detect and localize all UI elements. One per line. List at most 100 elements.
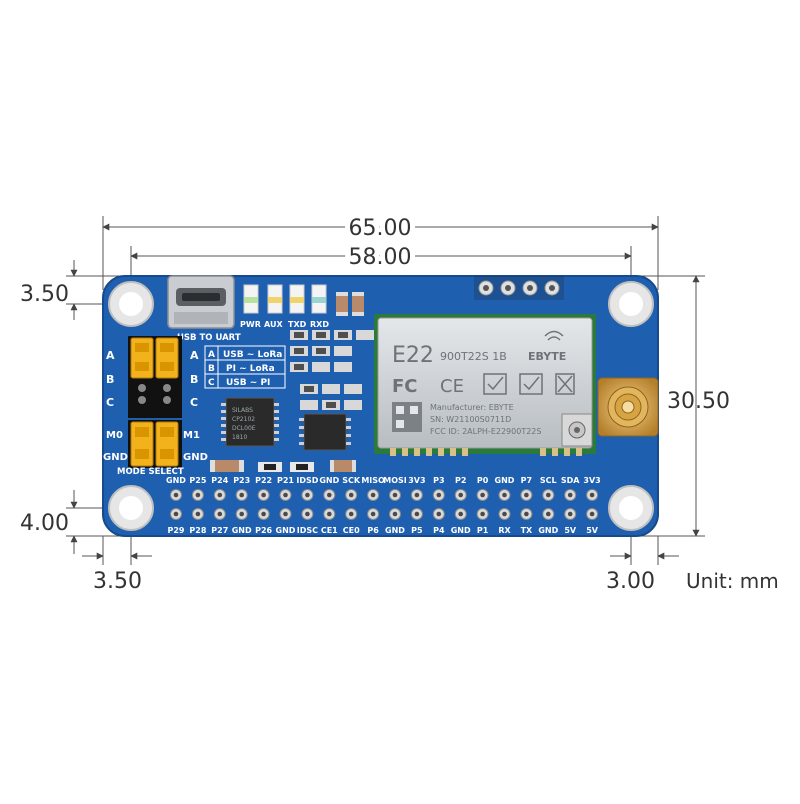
- chip-marking: CP2102: [232, 416, 255, 423]
- gpio-pin-hole: [589, 492, 595, 498]
- gpio-pin-hole: [173, 492, 179, 498]
- gpio-label-bottom: P1: [477, 526, 489, 535]
- gpio-pin-hole: [436, 492, 442, 498]
- gpio-label-top: GND: [319, 476, 339, 485]
- gpio-pin-hole: [370, 492, 376, 498]
- gpio-pin-hole: [392, 511, 398, 517]
- module-sn: SN: W21100S0711D: [430, 415, 511, 424]
- gpio-pin-hole: [217, 511, 223, 517]
- reach-icon: [519, 373, 543, 395]
- gpio-label-top: P3: [433, 476, 444, 485]
- led-label: AUX: [264, 320, 283, 329]
- gpio-pin-hole: [173, 511, 179, 517]
- gpio-label-bottom: P26: [255, 526, 272, 535]
- gpio-label-bottom: GND: [385, 526, 405, 535]
- gpio-label-top: P23: [233, 476, 250, 485]
- gpio-label-top: P25: [189, 476, 206, 485]
- sma-connector: [597, 377, 659, 437]
- gpio-label-bottom: GND: [232, 526, 252, 535]
- gpio-label-top: GND: [166, 476, 186, 485]
- fc-logo: FC: [392, 376, 418, 397]
- gpio-label-top: IDSD: [296, 476, 318, 485]
- module-fcc-id: FCC ID: 2ALPH-E22900T22S: [430, 427, 541, 436]
- gpio-pin-hole: [502, 492, 507, 498]
- gpio-header: [170, 489, 599, 520]
- lora-module: [374, 314, 596, 456]
- bottom-components: [210, 460, 356, 472]
- status-leds: [243, 284, 327, 314]
- gpio-label-top: P0: [477, 476, 489, 485]
- gpio-label-top: P7: [521, 476, 532, 485]
- jumper-row-label: B: [190, 373, 198, 386]
- module-model: E22: [392, 343, 434, 368]
- gpio-label-bottom: 5V: [586, 526, 599, 535]
- led-label: RXD: [310, 320, 329, 329]
- gpio-pin-hole: [283, 492, 288, 498]
- led-label: TXD: [288, 320, 307, 329]
- gpio-pin-hole: [305, 511, 310, 517]
- gpio-label-bottom: GND: [451, 526, 471, 535]
- mode-table: [204, 345, 286, 389]
- gpio-pin-hole: [217, 492, 223, 498]
- gpio-pin-hole: [480, 511, 485, 517]
- gpio-pin-hole: [370, 511, 376, 517]
- mode-table-key: B: [208, 364, 215, 374]
- mode-table-key: C: [208, 378, 215, 388]
- ce-logo: CE: [440, 376, 464, 397]
- chip-marking: DCL00E: [232, 425, 256, 432]
- gpio-pin-hole: [524, 492, 529, 498]
- wireless-icon: [544, 330, 564, 341]
- gpio-label-top: P24: [211, 476, 228, 485]
- gpio-pin-hole: [567, 511, 573, 517]
- gpio-label-bottom: 5V: [564, 526, 577, 535]
- gpio-label-top: P22: [255, 476, 272, 485]
- led-label: PWR: [240, 320, 261, 329]
- gpio-label-top: 3V3: [583, 476, 600, 485]
- gpio-label-bottom: P4: [433, 526, 445, 535]
- mode-pin-label: GND: [103, 452, 128, 463]
- gpio-pin-hole: [546, 511, 551, 517]
- gpio-label-bottom: CE0: [343, 526, 360, 535]
- gpio-pin-hole: [283, 511, 288, 517]
- gpio-pin-hole: [567, 492, 573, 498]
- unit-label: Unit: mm: [686, 569, 779, 593]
- mode-table-value: PI ~ LoRa: [226, 364, 275, 374]
- mode-pin-label: M1: [183, 430, 200, 441]
- gpio-label-bottom: GND: [538, 526, 558, 535]
- module-manufacturer: Manufacturer: EBYTE: [430, 403, 514, 412]
- dim-right-offset: 3.00: [606, 569, 655, 594]
- level-shifter-chip: [299, 413, 351, 451]
- mode-select-label: MODE SELECT: [117, 467, 184, 477]
- gpio-label-bottom: P5: [411, 526, 423, 535]
- gpio-pin-hole: [348, 511, 354, 517]
- ipex-connector: [561, 413, 593, 447]
- dimension-labels: 65.00 58.00 3.50 30.50 4.00 3.50 3.00 Un…: [20, 211, 779, 594]
- chip-marking: SILABS: [232, 407, 253, 414]
- rohs-icon: [483, 373, 507, 395]
- chip-marking: 1810: [232, 434, 247, 441]
- gpio-label-bottom: P28: [189, 526, 206, 535]
- jumper-row-label: A: [190, 349, 199, 362]
- gpio-label-bottom: RX: [498, 526, 511, 535]
- usb-label: USB TO UART: [177, 333, 241, 343]
- module-icons: [392, 330, 575, 432]
- mode-pin-label: GND: [183, 452, 208, 463]
- gpio-label-top: GND: [495, 476, 515, 485]
- gpio-pin-hole: [195, 492, 201, 498]
- dim-left-offset: 3.50: [93, 569, 142, 594]
- jumper-row-label: C: [106, 396, 114, 409]
- gpio-label-bottom: GND: [276, 526, 296, 535]
- capacitors: [336, 292, 364, 316]
- header-4pin: [474, 276, 564, 300]
- gpio-pin-hole: [458, 492, 464, 498]
- gpio-pin-hole: [195, 511, 201, 517]
- gpio-pin-hole: [502, 511, 507, 517]
- usb-uart-chip: [221, 397, 279, 447]
- dim-height: 30.50: [667, 389, 730, 414]
- gpio-pin-hole: [458, 511, 464, 517]
- mode-pin-labels: M0 M1 GND GND: [103, 430, 208, 463]
- jumper-row-labels: A B C A B C: [106, 349, 199, 409]
